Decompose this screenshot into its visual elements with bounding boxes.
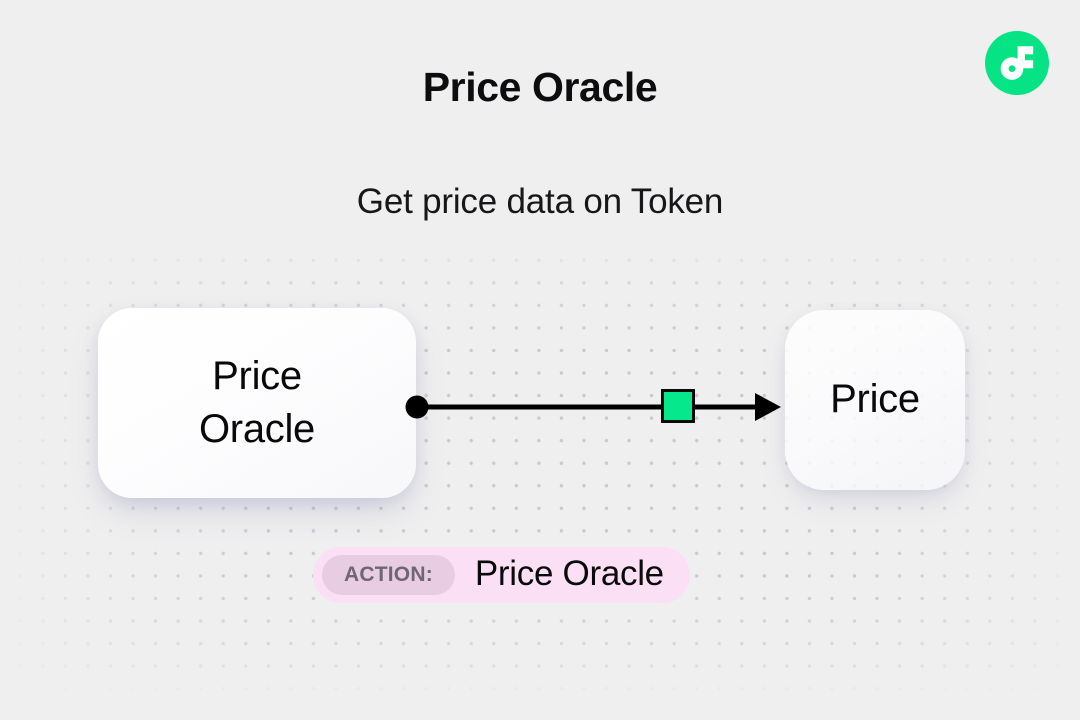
node-label: Price — [830, 377, 920, 422]
node-price-oracle[interactable]: Price Oracle — [98, 308, 416, 498]
action-badge-value: Price Oracle — [474, 554, 664, 593]
node-label: Price Oracle — [198, 353, 315, 451]
page-title: Price Oracle — [422, 64, 658, 110]
edge-token-square[interactable] — [661, 389, 695, 423]
page-subtitle: Get price data on Token — [356, 182, 724, 221]
action-badge-prefix: ACTION: — [322, 555, 455, 595]
edge-price-oracle-to-price[interactable] — [396, 376, 796, 438]
node-price[interactable]: Price — [785, 310, 965, 490]
flux-logo-icon — [985, 31, 1049, 95]
action-badge[interactable]: ACTION: Price Oracle — [313, 547, 690, 603]
arrow-head-icon — [755, 393, 781, 421]
